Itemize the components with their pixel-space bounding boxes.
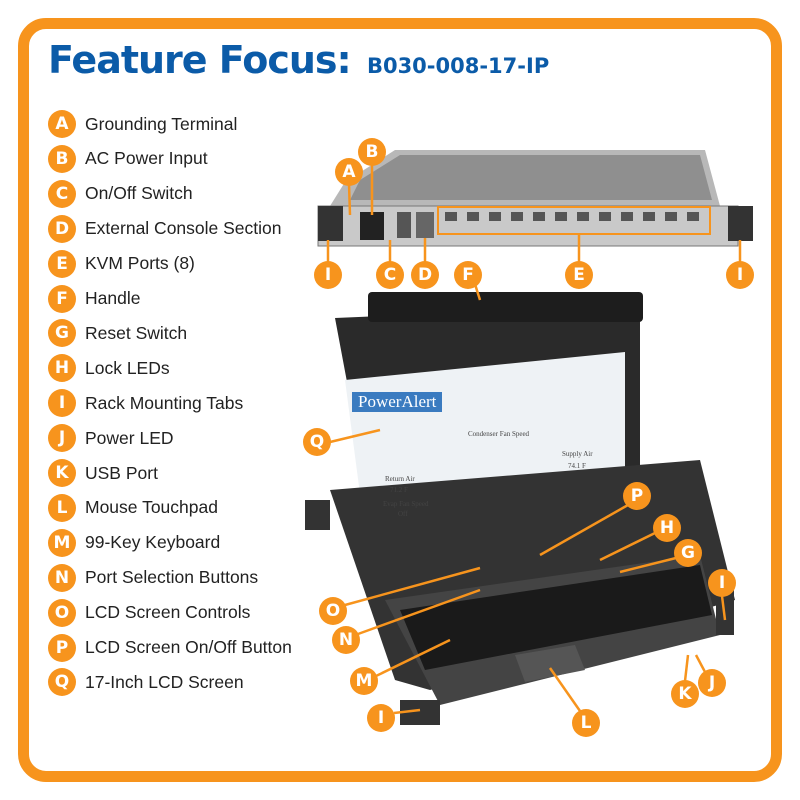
- callout-badge: E: [565, 261, 593, 289]
- screen-supply-value: 74.1 F: [568, 462, 586, 470]
- feature-label: Mouse Touchpad: [85, 497, 218, 518]
- feature-label: AC Power Input: [85, 148, 208, 169]
- screen-heading: Condenser Fan Speed: [468, 430, 530, 438]
- feature-badge: O: [48, 598, 76, 627]
- feature-badge: J: [48, 424, 76, 453]
- feature-badge: P: [48, 633, 76, 662]
- feature-badge: N: [48, 563, 76, 592]
- feature-badge: L: [48, 493, 76, 522]
- feature-item: M 99-Key Keyboard: [48, 528, 221, 557]
- rear-unit: [317, 150, 753, 247]
- kvm-port: [511, 212, 523, 221]
- feature-label: On/Off Switch: [85, 183, 193, 204]
- kvm-port: [467, 212, 479, 221]
- feature-badge: G: [48, 319, 76, 348]
- feature-label: Power LED: [85, 427, 174, 448]
- screen-evap-value: Off: [398, 510, 408, 518]
- feature-badge: H: [48, 354, 76, 383]
- callout-badge: I: [726, 261, 754, 289]
- feature-item: Q 17-Inch LCD Screen: [48, 668, 244, 697]
- feature-item: F Handle: [48, 284, 141, 313]
- screen-supply-air: Supply Air: [562, 450, 593, 458]
- feature-label: Lock LEDs: [85, 357, 170, 378]
- title-text: Feature Focus:: [48, 38, 352, 82]
- feature-badge: C: [48, 179, 76, 208]
- kvm-port: [555, 212, 567, 221]
- feature-item: J Power LED: [48, 424, 174, 453]
- callout-badge: Q: [303, 428, 331, 456]
- feature-item: D External Console Section: [48, 214, 282, 243]
- callout-badge: G: [674, 539, 702, 567]
- feature-label: External Console Section: [85, 218, 282, 239]
- kvm-port: [621, 212, 633, 221]
- feature-label: Rack Mounting Tabs: [85, 392, 244, 413]
- callout-badge: M: [350, 667, 378, 695]
- model-number: B030-008-17-IP: [366, 54, 550, 78]
- feature-item: I Rack Mounting Tabs: [48, 389, 244, 418]
- kvm-port: [489, 212, 501, 221]
- feature-badge: I: [48, 389, 76, 418]
- screen-return-value: 71.2 F: [390, 486, 408, 494]
- callout-badge: D: [411, 261, 439, 289]
- feature-label: Reset Switch: [85, 322, 188, 343]
- feature-item: H Lock LEDs: [48, 354, 170, 383]
- feature-item: C On/Off Switch: [48, 179, 193, 208]
- screen-app-title: PowerAlert: [352, 392, 443, 412]
- callout-badge: I: [314, 261, 342, 289]
- feature-badge: F: [48, 284, 76, 313]
- callout-badge: N: [332, 626, 360, 654]
- kvm-port: [599, 212, 611, 221]
- feature-item: E KVM Ports (8): [48, 249, 195, 278]
- feature-label: Grounding Terminal: [85, 113, 238, 134]
- feature-item: L Mouse Touchpad: [48, 493, 218, 522]
- kvm-port: [687, 212, 699, 221]
- feature-item: B AC Power Input: [48, 144, 208, 173]
- feature-item: O LCD Screen Controls: [48, 598, 251, 627]
- callout-badge: P: [623, 482, 651, 510]
- callout-badge: A: [335, 158, 363, 186]
- callout-badge: L: [572, 709, 600, 737]
- feature-badge: Q: [48, 668, 76, 697]
- feature-label: Handle: [85, 288, 141, 308]
- callout-badge: H: [653, 514, 681, 542]
- leader-lines: [326, 165, 742, 715]
- feature-badge: E: [48, 249, 76, 278]
- screen-return-air: Return Air: [385, 475, 415, 483]
- kvm-port: [533, 212, 545, 221]
- callout-badge: B: [358, 138, 386, 166]
- feature-item: P LCD Screen On/Off Button: [48, 633, 292, 662]
- callout-badge: F: [454, 261, 482, 289]
- feature-badge: K: [48, 459, 76, 487]
- kvm-port: [665, 212, 677, 221]
- feature-item: K USB Port: [48, 459, 158, 487]
- feature-label: 99-Key Keyboard: [85, 532, 221, 553]
- callout-badge: C: [376, 261, 404, 289]
- front-unit: [305, 292, 735, 725]
- feature-badge: M: [48, 528, 76, 557]
- callout-badge: K: [671, 680, 699, 708]
- callout-badge: O: [319, 597, 347, 625]
- feature-label: 17-Inch LCD Screen: [85, 671, 244, 692]
- kvm-port: [445, 212, 457, 221]
- kvm-port: [643, 212, 655, 221]
- feature-badge: D: [48, 214, 76, 243]
- feature-label: LCD Screen On/Off Button: [85, 637, 292, 657]
- page-title: Feature Focus: B030-008-17-IP: [48, 38, 549, 82]
- callout-badge: I: [708, 569, 736, 597]
- feature-label: KVM Ports (8): [85, 253, 195, 274]
- screen-evap: Evap Fan Speed: [383, 500, 429, 508]
- feature-label: LCD Screen Controls: [85, 602, 251, 623]
- feature-label: USB Port: [85, 462, 158, 483]
- callout-badge: J: [698, 669, 726, 697]
- feature-badge: A: [48, 110, 76, 138]
- feature-item: N Port Selection Buttons: [48, 563, 259, 592]
- feature-item: A Grounding Terminal: [48, 110, 237, 138]
- feature-badge: B: [48, 144, 76, 173]
- callout-badge: I: [367, 704, 395, 732]
- kvm-port: [577, 212, 589, 221]
- feature-label: Port Selection Buttons: [85, 567, 259, 588]
- feature-item: G Reset Switch: [48, 319, 188, 348]
